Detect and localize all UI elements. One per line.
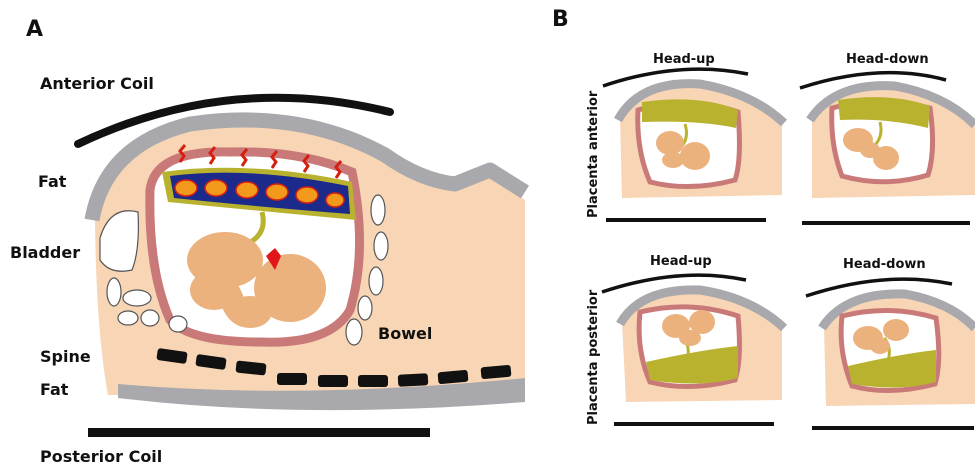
panel-b-letter: B bbox=[552, 7, 569, 32]
panel-a-letter: A bbox=[26, 17, 43, 42]
row-label-placenta-anterior: Placenta anterior bbox=[586, 90, 601, 218]
col-label-head-down-top: Head-down bbox=[846, 52, 929, 67]
label-fat-bottom: Fat bbox=[40, 380, 69, 399]
panel-b: B Placenta anterior Placenta posterior H… bbox=[552, 7, 975, 430]
label-bladder: Bladder bbox=[10, 243, 80, 262]
panel-a: A bbox=[10, 17, 525, 466]
posterior-coil bbox=[88, 428, 430, 437]
label-bowel: Bowel bbox=[378, 324, 432, 343]
col-label-head-down-bottom: Head-down bbox=[843, 257, 926, 272]
label-anterior-coil: Anterior Coil bbox=[40, 74, 154, 93]
mini-anterior-head-down bbox=[800, 73, 975, 225]
mini-posterior-head-down bbox=[806, 279, 975, 430]
col-label-head-up-top: Head-up bbox=[653, 52, 715, 67]
col-label-head-up-bottom: Head-up bbox=[650, 254, 712, 269]
label-fat-top: Fat bbox=[38, 172, 67, 191]
mini-anterior-head-up bbox=[603, 69, 784, 222]
mini-posterior-head-up bbox=[602, 275, 784, 426]
label-spine: Spine bbox=[40, 347, 91, 366]
label-posterior-coil: Posterior Coil bbox=[40, 447, 162, 466]
row-label-placenta-posterior: Placenta posterior bbox=[586, 289, 601, 425]
